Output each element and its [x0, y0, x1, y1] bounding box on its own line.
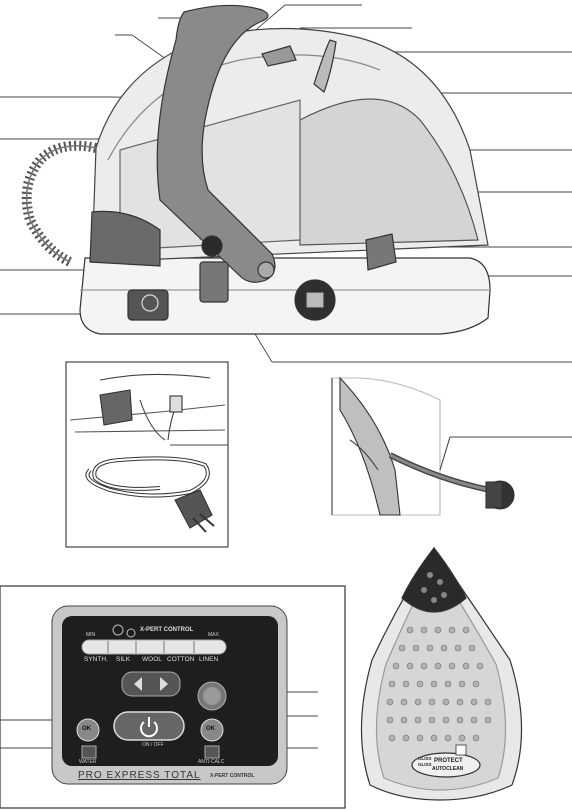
setting-synth-label: SYNTH. [84, 656, 108, 663]
anticalc-label: ANTI-CALC [198, 759, 225, 765]
setting-silk-label: SILK [116, 656, 131, 663]
setting-linen-label: LINEN [199, 656, 219, 663]
panel-footer-brand: PRO EXPRESS TOTAL [78, 770, 201, 781]
control-panel-figure [0, 585, 346, 809]
setting-wool-label: WOOL [142, 656, 162, 663]
soleplate-badge-line2: GLISS [418, 762, 432, 767]
ok-button-left[interactable]: OK [82, 726, 91, 732]
soleplate-badge-line1: GLISS [418, 756, 432, 761]
heat-max-label: MAX [208, 632, 219, 638]
water-label: WATER [79, 759, 97, 765]
steam-generator-illustration [0, 4, 572, 363]
cable-storage-inset [65, 361, 229, 548]
setting-cotton-label: COTTON [167, 656, 195, 663]
ok-button-right[interactable]: OK [206, 726, 215, 732]
soleplate-badge-line4: AUTOCLEAN [432, 766, 464, 772]
cord-connection-inset [331, 376, 572, 516]
panel-footer-control: X-PERT CONTROL [210, 773, 255, 779]
soleplate-badge-line3: PROTECT [434, 758, 463, 764]
panel-brand-control-label: X-PERT CONTROL [140, 627, 194, 633]
steam-holes [386, 626, 492, 742]
soleplate-figure [360, 546, 523, 801]
heat-min-label: MIN [86, 632, 96, 638]
power-button-label[interactable]: ON / OFF [142, 742, 164, 748]
